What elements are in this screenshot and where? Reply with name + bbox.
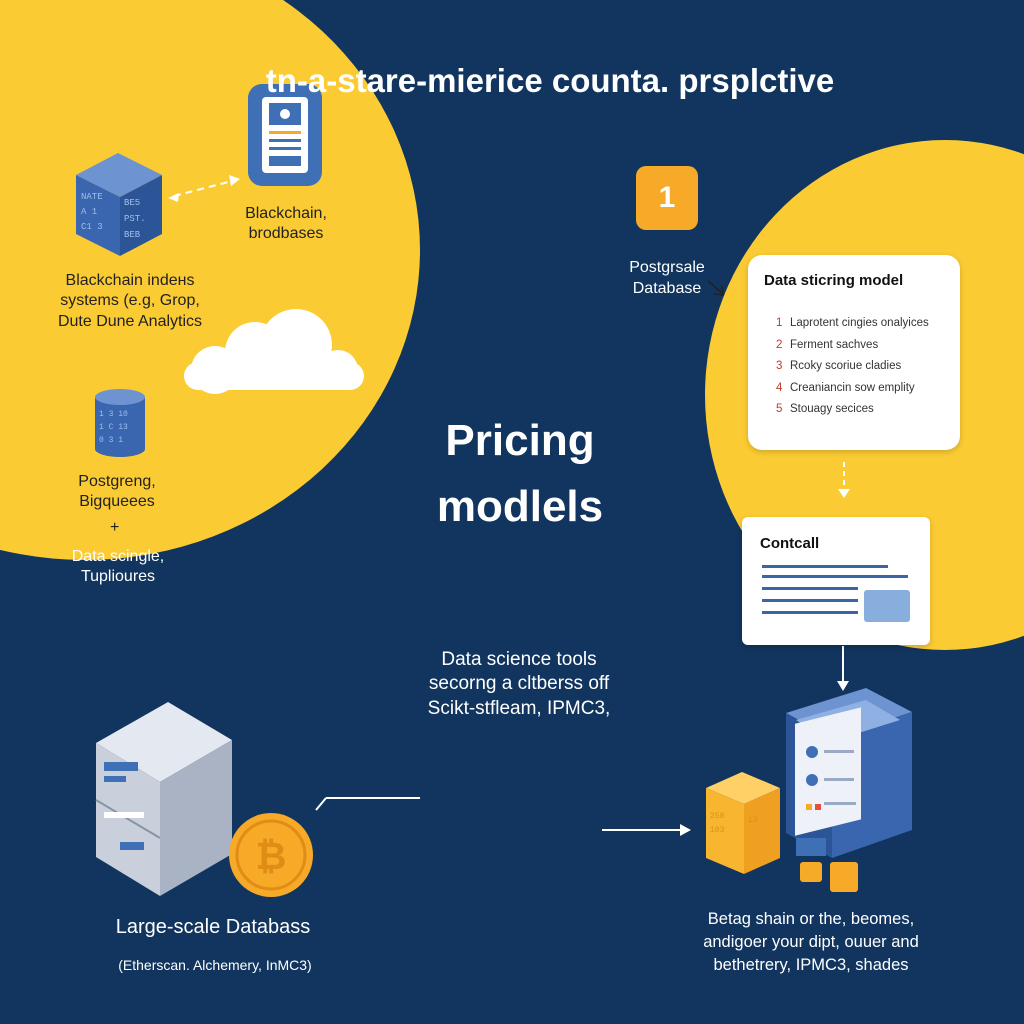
data-science-label: Data scingle, Tuplioures: [71, 548, 165, 586]
large-scale-database-label: Large-scale Databass: [115, 916, 311, 938]
server-rack-icon: [95, 702, 232, 896]
blockchain-databases-label: Blackchain, brodbases: [245, 205, 327, 243]
svg-text:A 1: A 1: [81, 207, 97, 217]
svg-text:13: 13: [748, 816, 758, 825]
postgres-bigquery-label: Postgreng, Bigqueees: [78, 473, 156, 511]
plus-sign: +: [110, 519, 120, 536]
postgres-database-label: Postgrsale Database: [629, 259, 705, 297]
large-scale-database-sublabel: (Etherscan. Alchemery, InMC3): [118, 957, 312, 973]
svg-text:258: 258: [710, 812, 725, 821]
svg-text:1 3 10: 1 3 10: [99, 410, 128, 419]
svg-text:BEB: BEB: [124, 230, 141, 240]
right-arrow: [602, 824, 691, 836]
svg-text:C1 3: C1 3: [81, 222, 103, 232]
pricing-models-heading: Pricing modlels: [436, 416, 604, 531]
svg-text:NATE: NATE: [81, 192, 103, 202]
bitcoin-coin-icon: ₿: [229, 813, 313, 897]
svg-text:PST.: PST.: [124, 214, 146, 224]
step-number-badge: 1: [636, 166, 698, 230]
desktop-server-icon: [786, 688, 912, 858]
contcall-card-title: Contcall: [760, 535, 820, 552]
image-placeholder: [864, 590, 910, 622]
svg-text:BE5: BE5: [124, 198, 140, 208]
orange-data-block-icon: 258 103 13: [706, 772, 858, 892]
model-card-title: Data sticring model: [764, 272, 904, 289]
data-science-tools-label: Data science tools secorng a cltberss of…: [427, 649, 611, 719]
indexing-systems-label: Blackchain indeнs systems (e.g, Grop, Du…: [57, 272, 203, 330]
main-title: tn-a-stare-mierice counta. prsplctive: [265, 62, 835, 99]
down-arrow-dashed: [838, 462, 850, 498]
svg-text:0 3 1: 0 3 1: [99, 436, 123, 445]
mobile-app-icon: [248, 84, 322, 186]
contcall-card: Contcall: [742, 517, 930, 645]
svg-text:1 C 13: 1 C 13: [99, 423, 128, 432]
bottom-right-caption: Betag shain or the, beomes, andigoer you…: [703, 910, 919, 974]
text-line: [762, 611, 858, 614]
text-line: [762, 565, 888, 568]
pointer-arrow: [707, 280, 724, 296]
dashed-arrow: [168, 175, 240, 202]
svg-text:₿: ₿: [256, 836, 287, 878]
text-line: [762, 575, 908, 578]
text-line: [762, 599, 858, 602]
database-cylinder-icon: 1 3 10 1 C 13 0 3 1: [95, 389, 145, 457]
left-arrow: [315, 797, 420, 811]
cloud-icon: [184, 309, 364, 394]
down-arrow: [837, 646, 849, 691]
text-line: [762, 587, 858, 590]
svg-text:103: 103: [710, 826, 725, 835]
